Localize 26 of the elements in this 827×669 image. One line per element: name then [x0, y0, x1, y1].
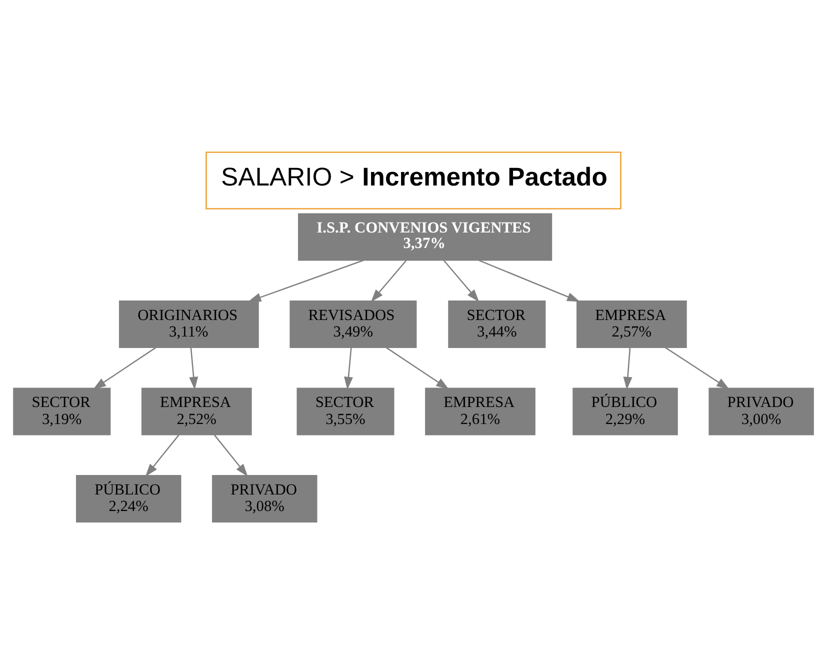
arrow: [623, 348, 632, 390]
node-box: PRIVADO 3,00%: [708, 388, 814, 436]
node-box: PÚBLICO 2,24%: [76, 475, 182, 522]
arrow: [386, 347, 449, 390]
node-box: PÚBLICO 2,29%: [572, 388, 678, 436]
diagram-title: SALARIO > Incremento Pactado: [221, 164, 608, 192]
node-box: EMPRESA 2,57%: [576, 300, 687, 348]
node-box: ORIGINARIOS 3,11%: [118, 300, 259, 348]
node-box: SECTOR 3,44%: [448, 300, 546, 348]
node-box: SECTOR 3,55%: [296, 388, 394, 436]
arrow: [214, 434, 248, 477]
arrow: [145, 434, 180, 477]
arrow: [443, 260, 480, 302]
node-box: EMPRESA 2,61%: [425, 388, 536, 436]
arrow: [248, 260, 364, 302]
arrow: [478, 260, 580, 302]
node-box: PRIVADO 3,08%: [212, 475, 318, 522]
node-box: REVISADOS 3,49%: [290, 300, 417, 348]
arrow: [93, 347, 156, 390]
arrow: [370, 260, 407, 302]
arrow: [665, 347, 730, 390]
arrow: [189, 348, 198, 390]
node-box: I.S.P. CONVENIOS VIGENTES 3,37%: [298, 213, 552, 261]
node-box: SECTOR 3,19%: [13, 388, 111, 436]
arrow: [344, 348, 353, 390]
node-box: EMPRESA 2,52%: [141, 388, 252, 436]
